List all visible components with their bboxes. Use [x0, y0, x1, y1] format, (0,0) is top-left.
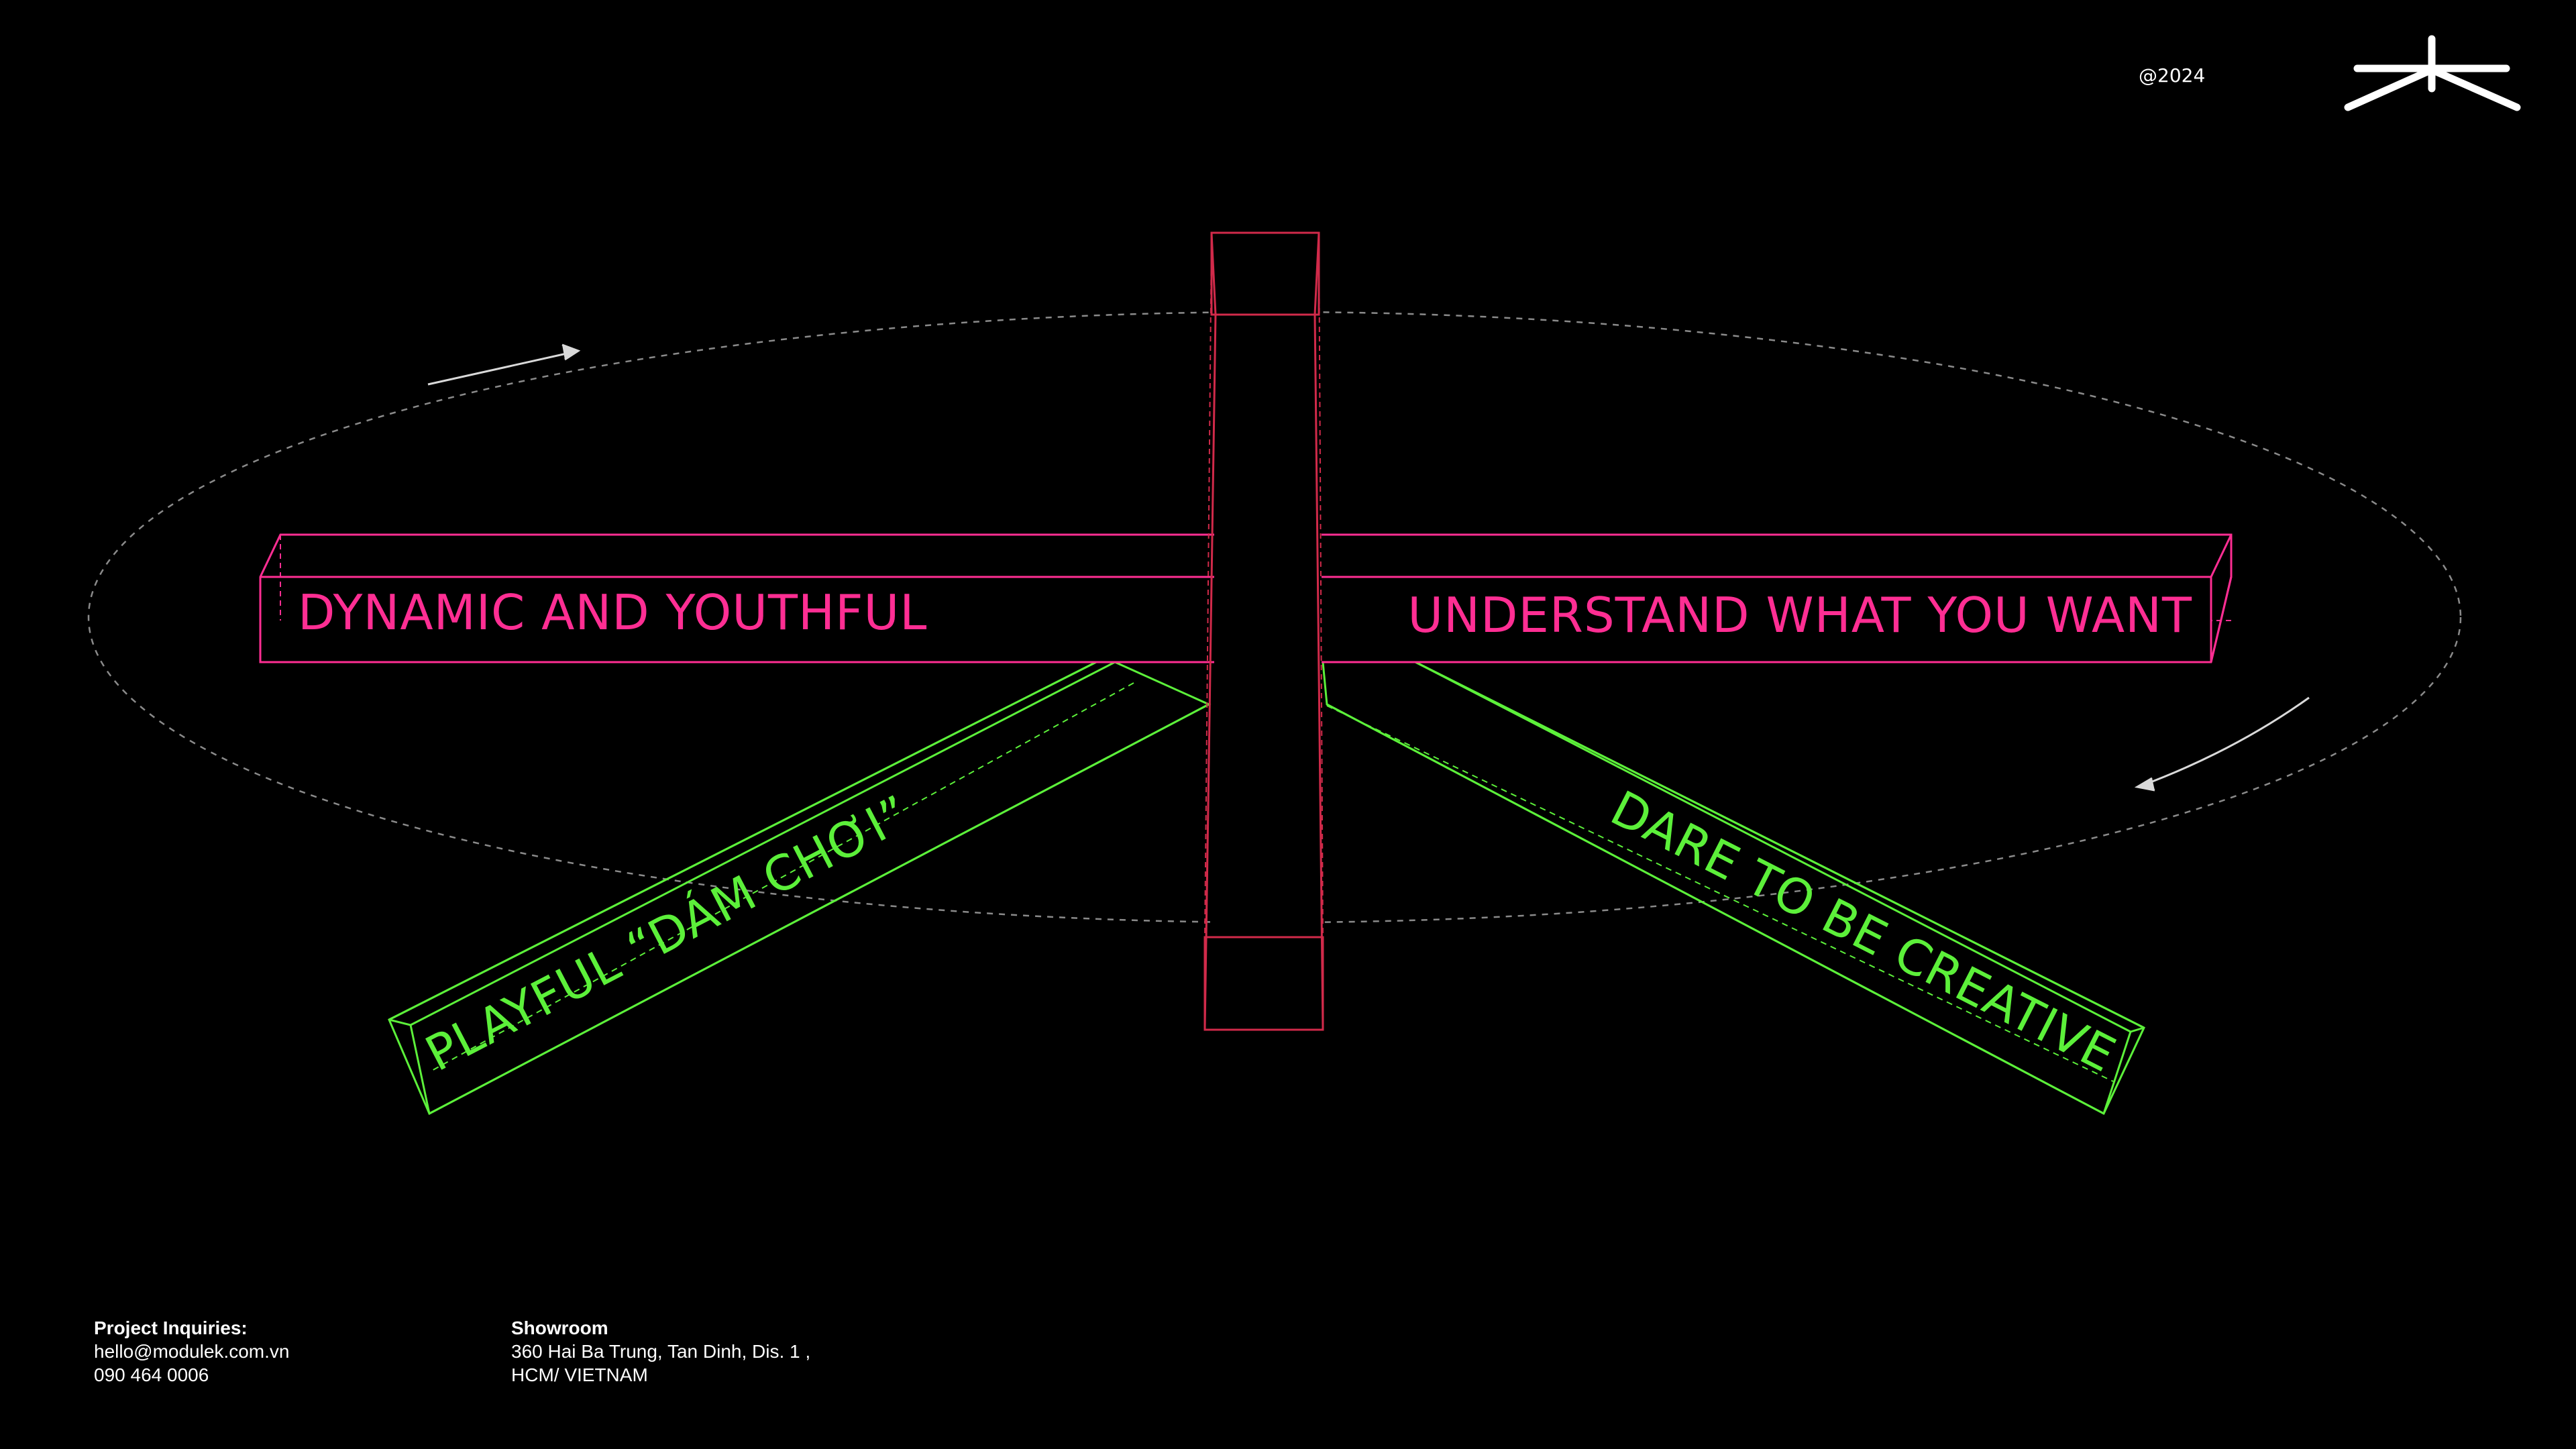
showroom-block: Showroom 360 Hai Ba Trung, Tan Dinh, Dis… — [511, 1316, 810, 1387]
label-understand-what-you-want: UNDERSTAND WHAT YOU WANT — [1407, 587, 2192, 643]
beam-lower-right — [1322, 661, 2145, 1116]
project-inquiries-block: Project Inquiries: hello@modulek.com.vn … — [94, 1316, 289, 1387]
showroom-heading: Showroom — [511, 1318, 608, 1338]
rotation-arrow-top-icon — [427, 343, 581, 386]
asterisk-logo-icon — [2344, 35, 2521, 111]
pillar-occluder — [1214, 233, 1322, 1030]
contact-phone[interactable]: 090 464 0006 — [94, 1364, 209, 1385]
label-dare-to-be-creative: DARE TO BE CREATIVE — [1602, 780, 2125, 1083]
contact-email-link[interactable]: hello@modulek.com.vn — [94, 1341, 290, 1362]
pillar-vertical — [1203, 231, 1324, 1031]
year-label: @2024 — [2139, 64, 2206, 87]
project-inquiries-heading: Project Inquiries: — [94, 1318, 248, 1338]
showroom-address-line1: 360 Hai Ba Trung, Tan Dinh, Dis. 1 , — [511, 1341, 811, 1362]
showroom-address-line2: HCM/ VIETNAM — [511, 1364, 648, 1385]
orbit-ellipse — [87, 311, 2462, 924]
label-dynamic-and-youthful: DYNAMIC AND YOUTHFUL — [298, 584, 927, 641]
label-playful-dam-choi: PLAYFUL “DÁM CHƠI” — [417, 784, 919, 1082]
rotation-arrow-bottom-icon — [2134, 696, 2310, 792]
